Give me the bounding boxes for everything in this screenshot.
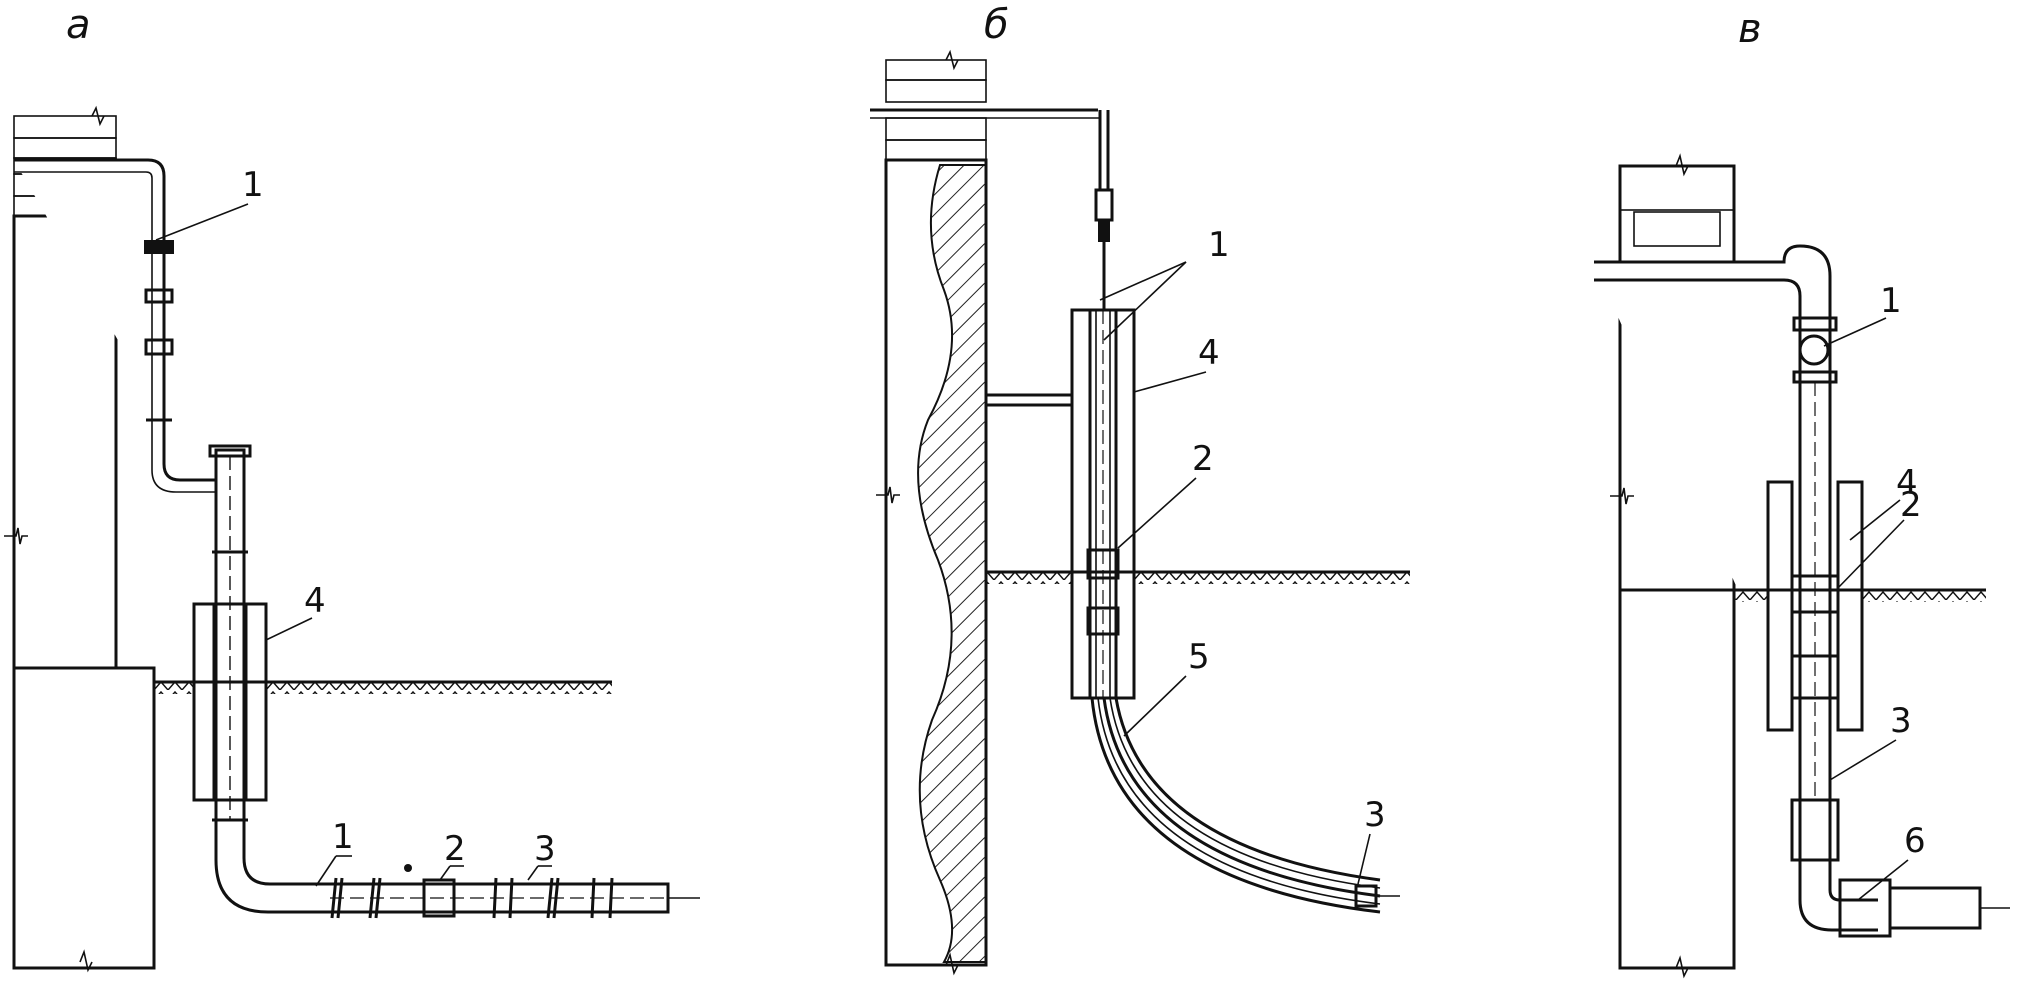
valve bbox=[1798, 334, 1830, 366]
panel-label-a: а bbox=[66, 2, 91, 48]
panel-label-b: б bbox=[984, 2, 1009, 48]
foundation bbox=[12, 666, 156, 970]
callout-c-1: 1 bbox=[1880, 281, 1902, 321]
callout-a-1b: 1 bbox=[332, 817, 354, 857]
callout-b-3: 3 bbox=[1364, 795, 1386, 835]
coupling bbox=[1790, 574, 1840, 614]
callout-a-3: 3 bbox=[534, 829, 556, 869]
callout-b-2: 2 bbox=[1192, 439, 1214, 479]
callout-c-2: 2 bbox=[1900, 485, 1922, 525]
coupling bbox=[144, 240, 174, 254]
flexible-pipe bbox=[1090, 697, 1381, 914]
coupling bbox=[1086, 548, 1120, 580]
elbow-fitting bbox=[1838, 878, 1892, 938]
callout-a-4: 4 bbox=[304, 581, 326, 621]
sleeve-right bbox=[1836, 480, 1864, 732]
wall-section bbox=[917, 164, 987, 963]
wall-cap bbox=[13, 115, 117, 139]
panel-b: б bbox=[870, 2, 1410, 976]
panel-label-c: в bbox=[1738, 6, 1762, 52]
panel-a: а bbox=[4, 2, 700, 973]
callout-c-3: 3 bbox=[1890, 701, 1912, 741]
callout-b-1: 1 bbox=[1208, 225, 1230, 265]
panel-c: в 1 4 bbox=[1594, 6, 2010, 979]
foundation bbox=[1618, 588, 1736, 970]
callout-b-4: 4 bbox=[1198, 333, 1220, 373]
callout-c-4: 4 bbox=[1896, 463, 1918, 503]
insulation-block bbox=[13, 137, 117, 159]
sleeve-right bbox=[244, 602, 268, 802]
callout-c-6: 6 bbox=[1904, 821, 1926, 861]
callout-b-5: 5 bbox=[1188, 637, 1210, 677]
callout-a-1: 1 bbox=[242, 165, 264, 205]
sleeve-left bbox=[192, 602, 216, 802]
coupling-2 bbox=[422, 878, 456, 918]
callout-a-2: 2 bbox=[444, 829, 466, 869]
